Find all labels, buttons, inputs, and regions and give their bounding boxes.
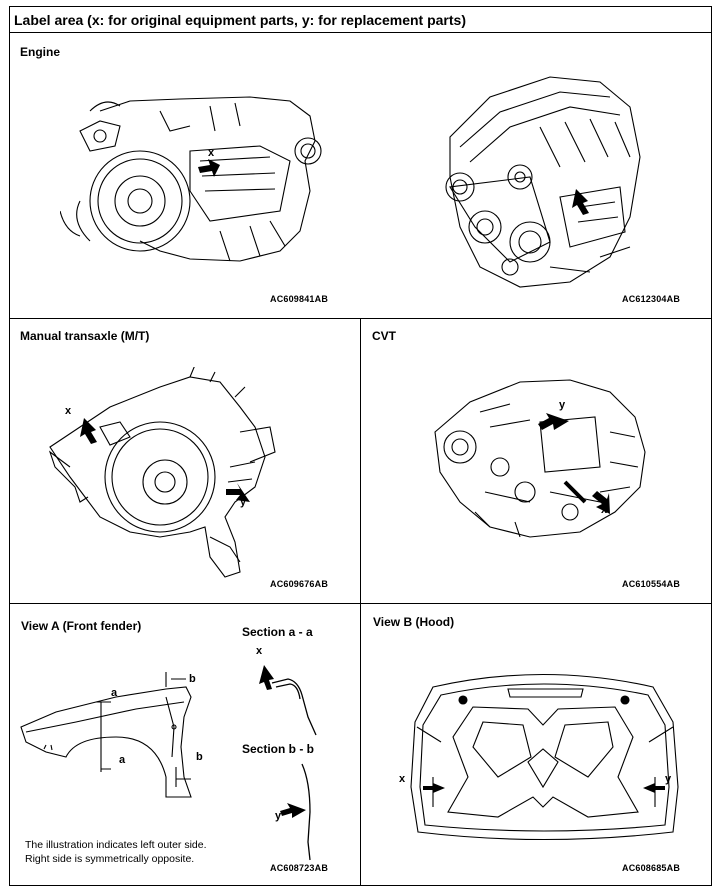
hood-marker-x: x [399,773,406,785]
fender-mark-a-top: a [111,687,118,699]
hood-illustration [410,674,679,841]
cvt-illustration [434,379,646,538]
fender-note-line2: Right side is symmetrically opposite. [25,853,195,865]
mt-marker-y: y [240,496,247,508]
mt-code: AC609676AB [270,579,329,589]
cvt-label: CVT [372,329,396,343]
fender-mark-b-bottom: b [196,751,203,763]
section-bb-marker-y: y [275,810,282,822]
fender-note-line1: The illustration indicates left outer si… [25,839,207,851]
page-title: Label area (x: for original equipment pa… [10,7,711,33]
view-b-label: View B (Hood) [373,615,455,629]
engine-label: Engine [20,45,61,59]
engine-left-illustration [60,96,322,262]
engine-right-illustration [445,76,641,288]
section-aa-illustration [259,665,317,736]
view-a-label: View A (Front fender) [21,619,142,633]
cvt-marker-x: x [601,504,608,516]
engine-right-code: AC612304AB [622,294,681,304]
cvt-marker-y: y [559,399,566,411]
fender-mark-b-top: b [189,673,196,685]
fender-mark-a-bottom: a [119,754,126,766]
section-bb-label: Section b - b [242,742,314,756]
engine-marker-x: x [208,147,215,159]
mt-label: Manual transaxle (M/T) [20,329,150,343]
diagram-frame: Label area (x: for original equipment pa… [9,6,712,886]
mt-marker-x: x [65,405,72,417]
cvt-code: AC610554AB [622,579,681,589]
engine-left-code: AC609841AB [270,294,329,304]
view-b-code: AC608685AB [622,863,681,873]
front-fender-illustration [20,672,192,798]
section-aa-label: Section a - a [242,625,313,639]
divider-vertical-middle [360,318,361,886]
section-aa-marker-x: x [256,645,263,657]
mt-illustration [48,367,276,578]
section-bb-illustration [280,763,311,861]
view-a-code: AC608723AB [270,863,329,873]
hood-marker-y: y [665,773,672,785]
